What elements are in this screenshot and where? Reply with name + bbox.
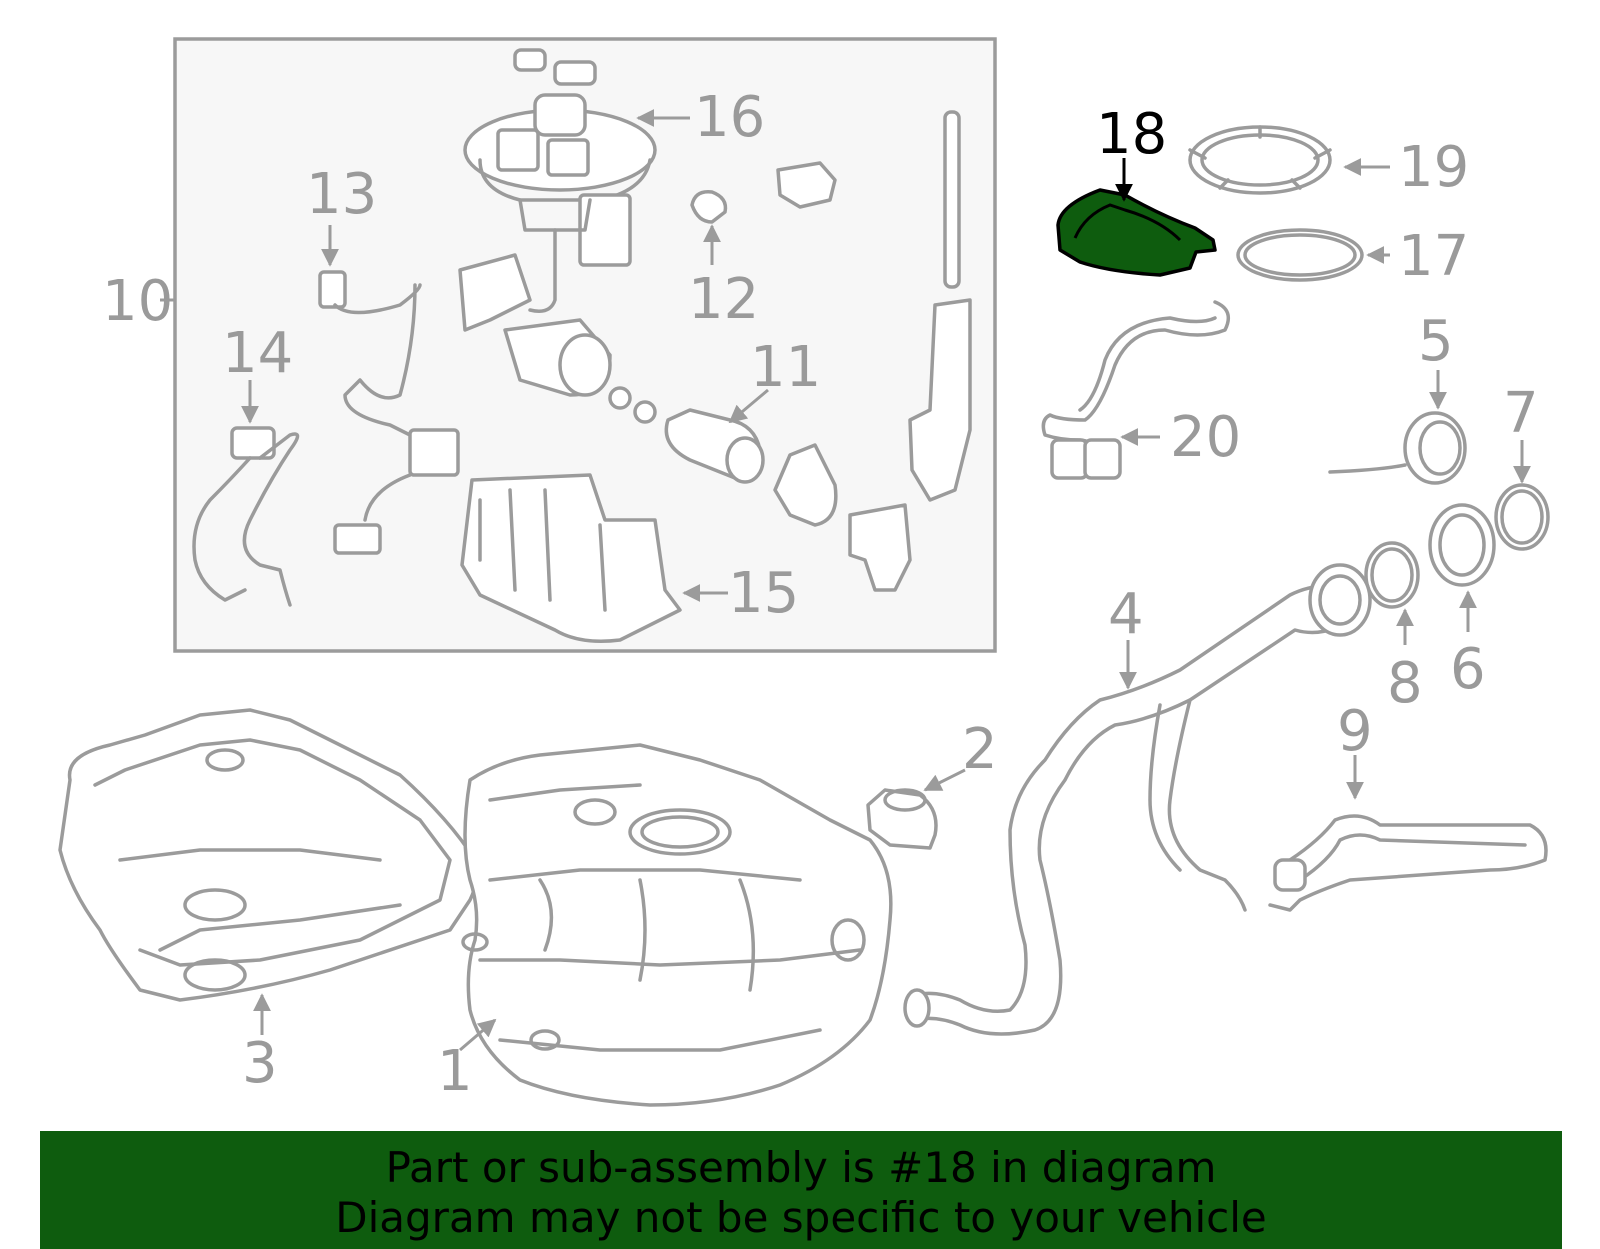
part-5-fuel-cap[interactable] [1328, 411, 1467, 485]
banner-line-part: Part or sub-assembly is #18 in diagram [385, 1143, 1217, 1192]
part-7-o-ring[interactable] [1494, 483, 1550, 551]
callout-12: 12 [688, 267, 759, 332]
part-16-pump-flange[interactable] [463, 48, 657, 313]
callout-4: 4 [1108, 582, 1144, 647]
part-18-highlighted-cover[interactable] [1056, 188, 1217, 277]
leader-lines [160, 109, 1531, 1052]
part-3-heat-shield[interactable] [58, 708, 479, 1002]
callout-14: 14 [222, 321, 293, 386]
part-17-seal[interactable] [1236, 228, 1364, 282]
part-level-sensor [773, 110, 972, 592]
callout-11: 11 [750, 335, 821, 400]
callout-7: 7 [1503, 381, 1539, 446]
callout-17: 17 [1398, 224, 1469, 289]
callout-19: 19 [1398, 135, 1469, 200]
callout-20: 20 [1170, 405, 1241, 470]
callout-6: 6 [1450, 637, 1486, 702]
callout-16: 16 [694, 85, 765, 150]
part-15-reservoir[interactable] [460, 473, 682, 643]
part-pump-body [458, 253, 657, 424]
callout-1: 1 [437, 1039, 473, 1104]
part-9-vent-hose[interactable] [1268, 814, 1548, 912]
info-banner: Part or sub-assembly is #18 in diagram D… [40, 1131, 1562, 1249]
part-12-clip[interactable] [690, 161, 837, 224]
callout-5: 5 [1418, 309, 1454, 374]
callout-labels: 16 12 13 10 14 11 15 18 19 17 20 5 7 8 6… [102, 85, 1539, 1104]
part-13-wire-harness[interactable] [318, 270, 460, 555]
part-4-filler-pipe[interactable] [903, 563, 1372, 1036]
part-14-sensor-harness[interactable] [192, 426, 300, 607]
callout-8: 8 [1387, 651, 1423, 716]
callout-10: 10 [102, 269, 173, 334]
callout-2: 2 [962, 717, 998, 782]
callout-18: 18 [1096, 102, 1167, 167]
callout-13: 13 [306, 162, 377, 227]
part-8-o-ring[interactable] [1364, 541, 1420, 609]
callout-9: 9 [1337, 699, 1373, 764]
part-20-hose[interactable] [1041, 300, 1231, 480]
part-2-connector[interactable] [866, 788, 938, 850]
banner-line-disclaimer: Diagram may not be specific to your vehi… [335, 1193, 1267, 1242]
callout-15: 15 [728, 561, 799, 626]
part-1-fuel-tank[interactable] [461, 743, 893, 1107]
callout-3: 3 [242, 1031, 278, 1096]
part-6-filler-adapter[interactable] [1428, 503, 1496, 587]
part-19-lock-ring[interactable] [1188, 125, 1332, 195]
part-11-fuel-filter[interactable] [664, 408, 765, 484]
